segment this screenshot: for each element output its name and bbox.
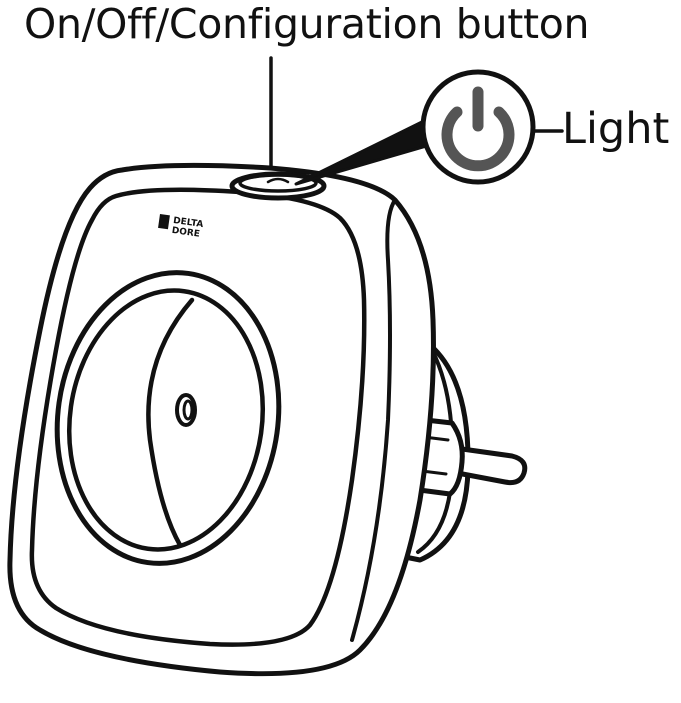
light-callout-label: Light — [562, 108, 669, 151]
button-callout-label: On/Off/Configuration button — [24, 4, 589, 45]
brand-logo-mark — [158, 214, 170, 229]
light-zoom-wedge — [296, 118, 440, 184]
